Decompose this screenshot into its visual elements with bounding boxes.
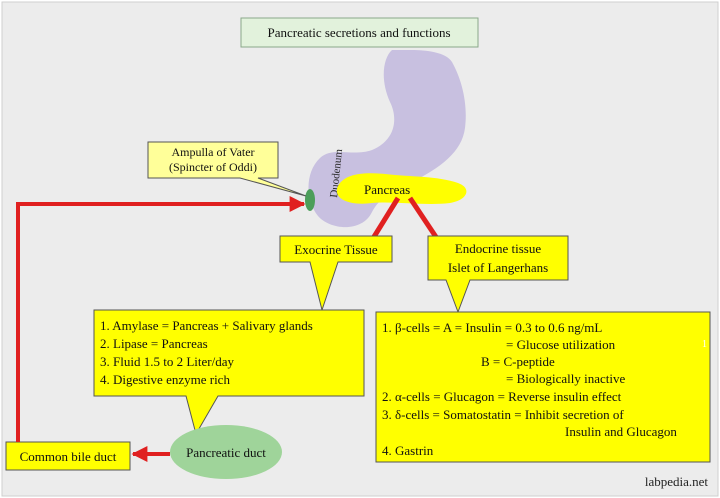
exocrine-label: Exocrine Tissue [294, 242, 378, 257]
exocrine-callout [279, 235, 393, 312]
endocrine-label-line2: Islet of Langerhans [448, 260, 548, 275]
exocrine-item: 2. Lipase = Pancreas [100, 336, 208, 351]
alpha-cells: 2. α-cells = Glucagon = Reverse insulin … [382, 389, 622, 404]
pancreatic-duct [170, 425, 282, 479]
watermark: labpedia.net [645, 474, 709, 489]
branch-endocrine [407, 196, 441, 242]
ampulla-callout [147, 141, 307, 197]
beta-cells-line1: 1. β-cells = A = Insulin = 0.3 to 0.6 ng… [382, 320, 602, 335]
exocrine-item: 3. Fluid 1.5 to 2 Liter/day [100, 354, 234, 369]
common-bile-duct-label: Common bile duct [20, 449, 117, 464]
exocrine-item: 1. Amylase = Pancreas + Salivary glands [100, 318, 313, 333]
exocrine-list-box [93, 309, 365, 436]
ampulla-label-line1: Ampulla of Vater [171, 145, 254, 159]
title-box [240, 17, 479, 48]
ampulla-label-line2: (Spincter of Oddi) [169, 160, 257, 174]
delta-cells-line2: Insulin and Glucagon [565, 424, 677, 439]
endocrine-label-line1: Endocrine tissue [455, 241, 542, 256]
endocrine-list-box [375, 311, 711, 463]
gastrin: 4. Gastrin [382, 443, 434, 458]
branch-exocrine [369, 196, 401, 242]
ampulla-of-vater [305, 189, 315, 211]
pancreas-label: Pancreas [364, 182, 410, 197]
corner-mark: 1 [702, 339, 707, 350]
exocrine-list: 1. Amylase = Pancreas + Salivary glands … [100, 318, 313, 387]
beta-cells-line4: = Biologically inactive [506, 371, 625, 386]
endocrine-list: 1. β-cells = A = Insulin = 0.3 to 0.6 ng… [382, 320, 677, 458]
page-title: Pancreatic secretions and functions [267, 25, 450, 40]
pancreas-shape [336, 173, 467, 204]
beta-cells-line3: B = C-peptide [481, 354, 555, 369]
exocrine-item: 4. Digestive enzyme rich [100, 372, 230, 387]
endocrine-callout [427, 235, 569, 314]
common-bile-duct-box [5, 441, 131, 471]
pancreatic-duct-label: Pancreatic duct [186, 445, 266, 460]
beta-cells-line2: = Glucose utilization [506, 337, 616, 352]
delta-cells-line1: 3. δ-cells = Somatostatin = Inhibit secr… [382, 407, 624, 422]
arrow-bile-to-ampulla [16, 196, 306, 442]
